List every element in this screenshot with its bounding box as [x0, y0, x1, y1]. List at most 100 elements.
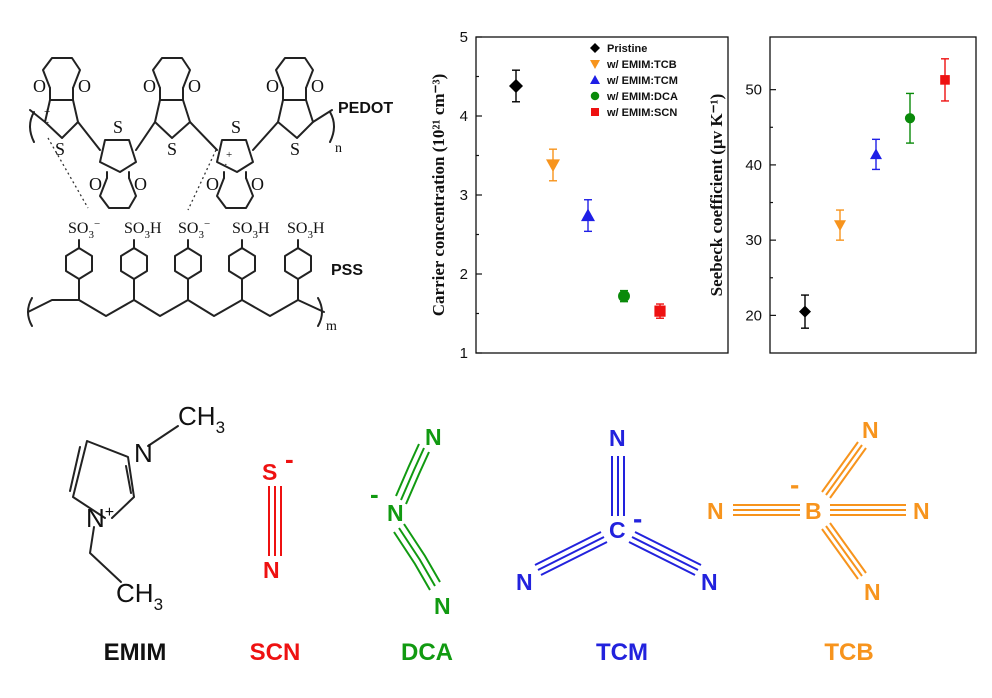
- data-point-w-emim-tcb: [834, 209, 846, 241]
- chart1-y-axis-label: Carrier concentration (10²¹ cm⁻³): [429, 74, 448, 317]
- tcb-n-atom-bottom: N: [864, 579, 881, 605]
- dca-molecule: N N - N DCA: [370, 424, 453, 666]
- tcm-c-atom: C: [609, 517, 626, 543]
- legend-marker: [590, 75, 600, 84]
- legend-label: w/ EMIM:TCB: [606, 59, 677, 71]
- legend-item: Pristine: [590, 43, 647, 55]
- so3h: SO3H: [124, 220, 162, 241]
- tcb-molecule: N B - N N N TCB: [707, 417, 930, 666]
- data-point-w-emim-dca: [904, 92, 916, 144]
- oxygen-atom: O: [78, 76, 91, 96]
- radical-dot: ·: [224, 159, 228, 171]
- marker: [870, 148, 882, 160]
- legend-item: w/ EMIM:TCB: [590, 59, 677, 71]
- tcm-n-atom-left: N: [516, 569, 533, 595]
- pss-label: PSS: [331, 262, 363, 279]
- marker: [834, 220, 846, 232]
- dca-label: DCA: [401, 639, 453, 666]
- scn-charge: -: [285, 444, 294, 474]
- legend-label: Pristine: [607, 43, 647, 55]
- marker: [904, 113, 916, 124]
- tcb-b-atom: B: [805, 498, 822, 524]
- oxygen-atom: O: [206, 174, 219, 194]
- scn-n-atom: N: [263, 557, 280, 583]
- y-tick-label: 40: [745, 157, 762, 174]
- legend-marker: [590, 43, 600, 53]
- data-point-w-emim-scn: [940, 58, 950, 102]
- y-tick-label: 4: [460, 108, 468, 125]
- plus-charge: +: [226, 149, 232, 161]
- sulfur-atom: S: [231, 117, 241, 137]
- legend-item: w/ EMIM:DCA: [590, 91, 678, 103]
- emim-molecule: N N+ CH3 CH3 EMIM: [69, 401, 225, 666]
- pedot-chain: [29, 57, 335, 209]
- pedot-pss-structure: S S S S S O O O O O O O O O O + · + · n …: [27, 57, 393, 334]
- data-point-pristine: [509, 69, 523, 103]
- marker: [940, 75, 950, 85]
- tcm-n-atom-right: N: [701, 569, 718, 595]
- chart1-points: [509, 69, 666, 319]
- emim-ch3-top: CH3: [178, 401, 225, 437]
- sulfur-atom: S: [113, 117, 123, 137]
- sulfur-atom: S: [167, 139, 177, 159]
- chart2-y-ticks: 20 30 40 50: [745, 82, 776, 324]
- chart2-frame: [769, 36, 977, 354]
- emim-ch3-bottom: CH3: [116, 578, 163, 614]
- legend-item: w/ EMIM:TCM: [590, 75, 678, 87]
- y-tick-label: 50: [745, 82, 762, 99]
- emim-n-atom: N: [134, 438, 153, 468]
- marker: [799, 305, 811, 318]
- y-tick-label: 3: [460, 187, 468, 204]
- y-tick-label: 20: [745, 307, 762, 324]
- y-tick-label: 1: [460, 345, 468, 362]
- pss-sulfonates: SO3− SO3H SO3− SO3H SO3H: [68, 218, 325, 241]
- scn-label: SCN: [250, 639, 301, 666]
- legend-label: w/ EMIM:DCA: [606, 91, 678, 103]
- oxygen-atoms: O O O O O O O O O O: [33, 76, 324, 194]
- so3h: SO3H: [232, 220, 270, 241]
- marker: [546, 159, 560, 172]
- scn-molecule: S - N SCN: [250, 444, 301, 666]
- emim-label: EMIM: [104, 639, 167, 666]
- oxygen-atom: O: [33, 76, 46, 96]
- tcm-label: TCM: [596, 639, 648, 666]
- oxygen-atom: O: [143, 76, 156, 96]
- plus-charge: +: [44, 106, 50, 118]
- tcm-charge: -: [633, 503, 642, 534]
- sulfur-atom: S: [290, 139, 300, 159]
- data-point-w-emim-tcb: [546, 148, 560, 182]
- tcb-charge: -: [790, 469, 799, 500]
- data-point-w-emim-dca: [618, 289, 630, 303]
- data-point-w-emim-tcm: [870, 138, 882, 171]
- legend-marker: [590, 60, 600, 69]
- tcb-n-atom-right: N: [913, 498, 930, 524]
- marker: [618, 290, 630, 303]
- emim-n-plus-atom: N+: [86, 503, 114, 533]
- tcb-n-atom-left: N: [707, 498, 724, 524]
- tcb-n-atom-top: N: [862, 417, 879, 443]
- pss-backbone: [27, 239, 325, 327]
- dca-charge: -: [370, 479, 379, 509]
- y-tick-label: 2: [460, 266, 468, 283]
- seebeck-chart: 20 30 40 50 Seebeck coefficient (μv K⁻¹): [707, 36, 977, 354]
- dca-n-atom-top: N: [425, 424, 442, 450]
- sulfur-atom: S: [55, 139, 65, 159]
- tcm-molecule: N C - N N TCM: [516, 425, 718, 666]
- dca-n-atom-bottom: N: [434, 593, 451, 619]
- y-tick-label: 30: [745, 232, 762, 249]
- marker: [509, 78, 523, 93]
- legend-label: w/ EMIM:TCM: [606, 75, 678, 87]
- legend-marker: [590, 91, 600, 101]
- data-point-w-emim-scn: [654, 303, 666, 319]
- chart2-y-axis-label: Seebeck coefficient (μv K⁻¹): [707, 94, 726, 297]
- chart2-points: [799, 58, 950, 329]
- so3-minus: SO3−: [178, 218, 210, 241]
- so3-minus: SO3−: [68, 218, 100, 241]
- tcm-n-atom-top: N: [609, 425, 626, 451]
- scn-s-atom: S: [262, 459, 277, 485]
- m-subscript: m: [326, 319, 337, 334]
- n-subscript: n: [335, 141, 342, 156]
- dca-n-atom-center: N: [387, 500, 404, 526]
